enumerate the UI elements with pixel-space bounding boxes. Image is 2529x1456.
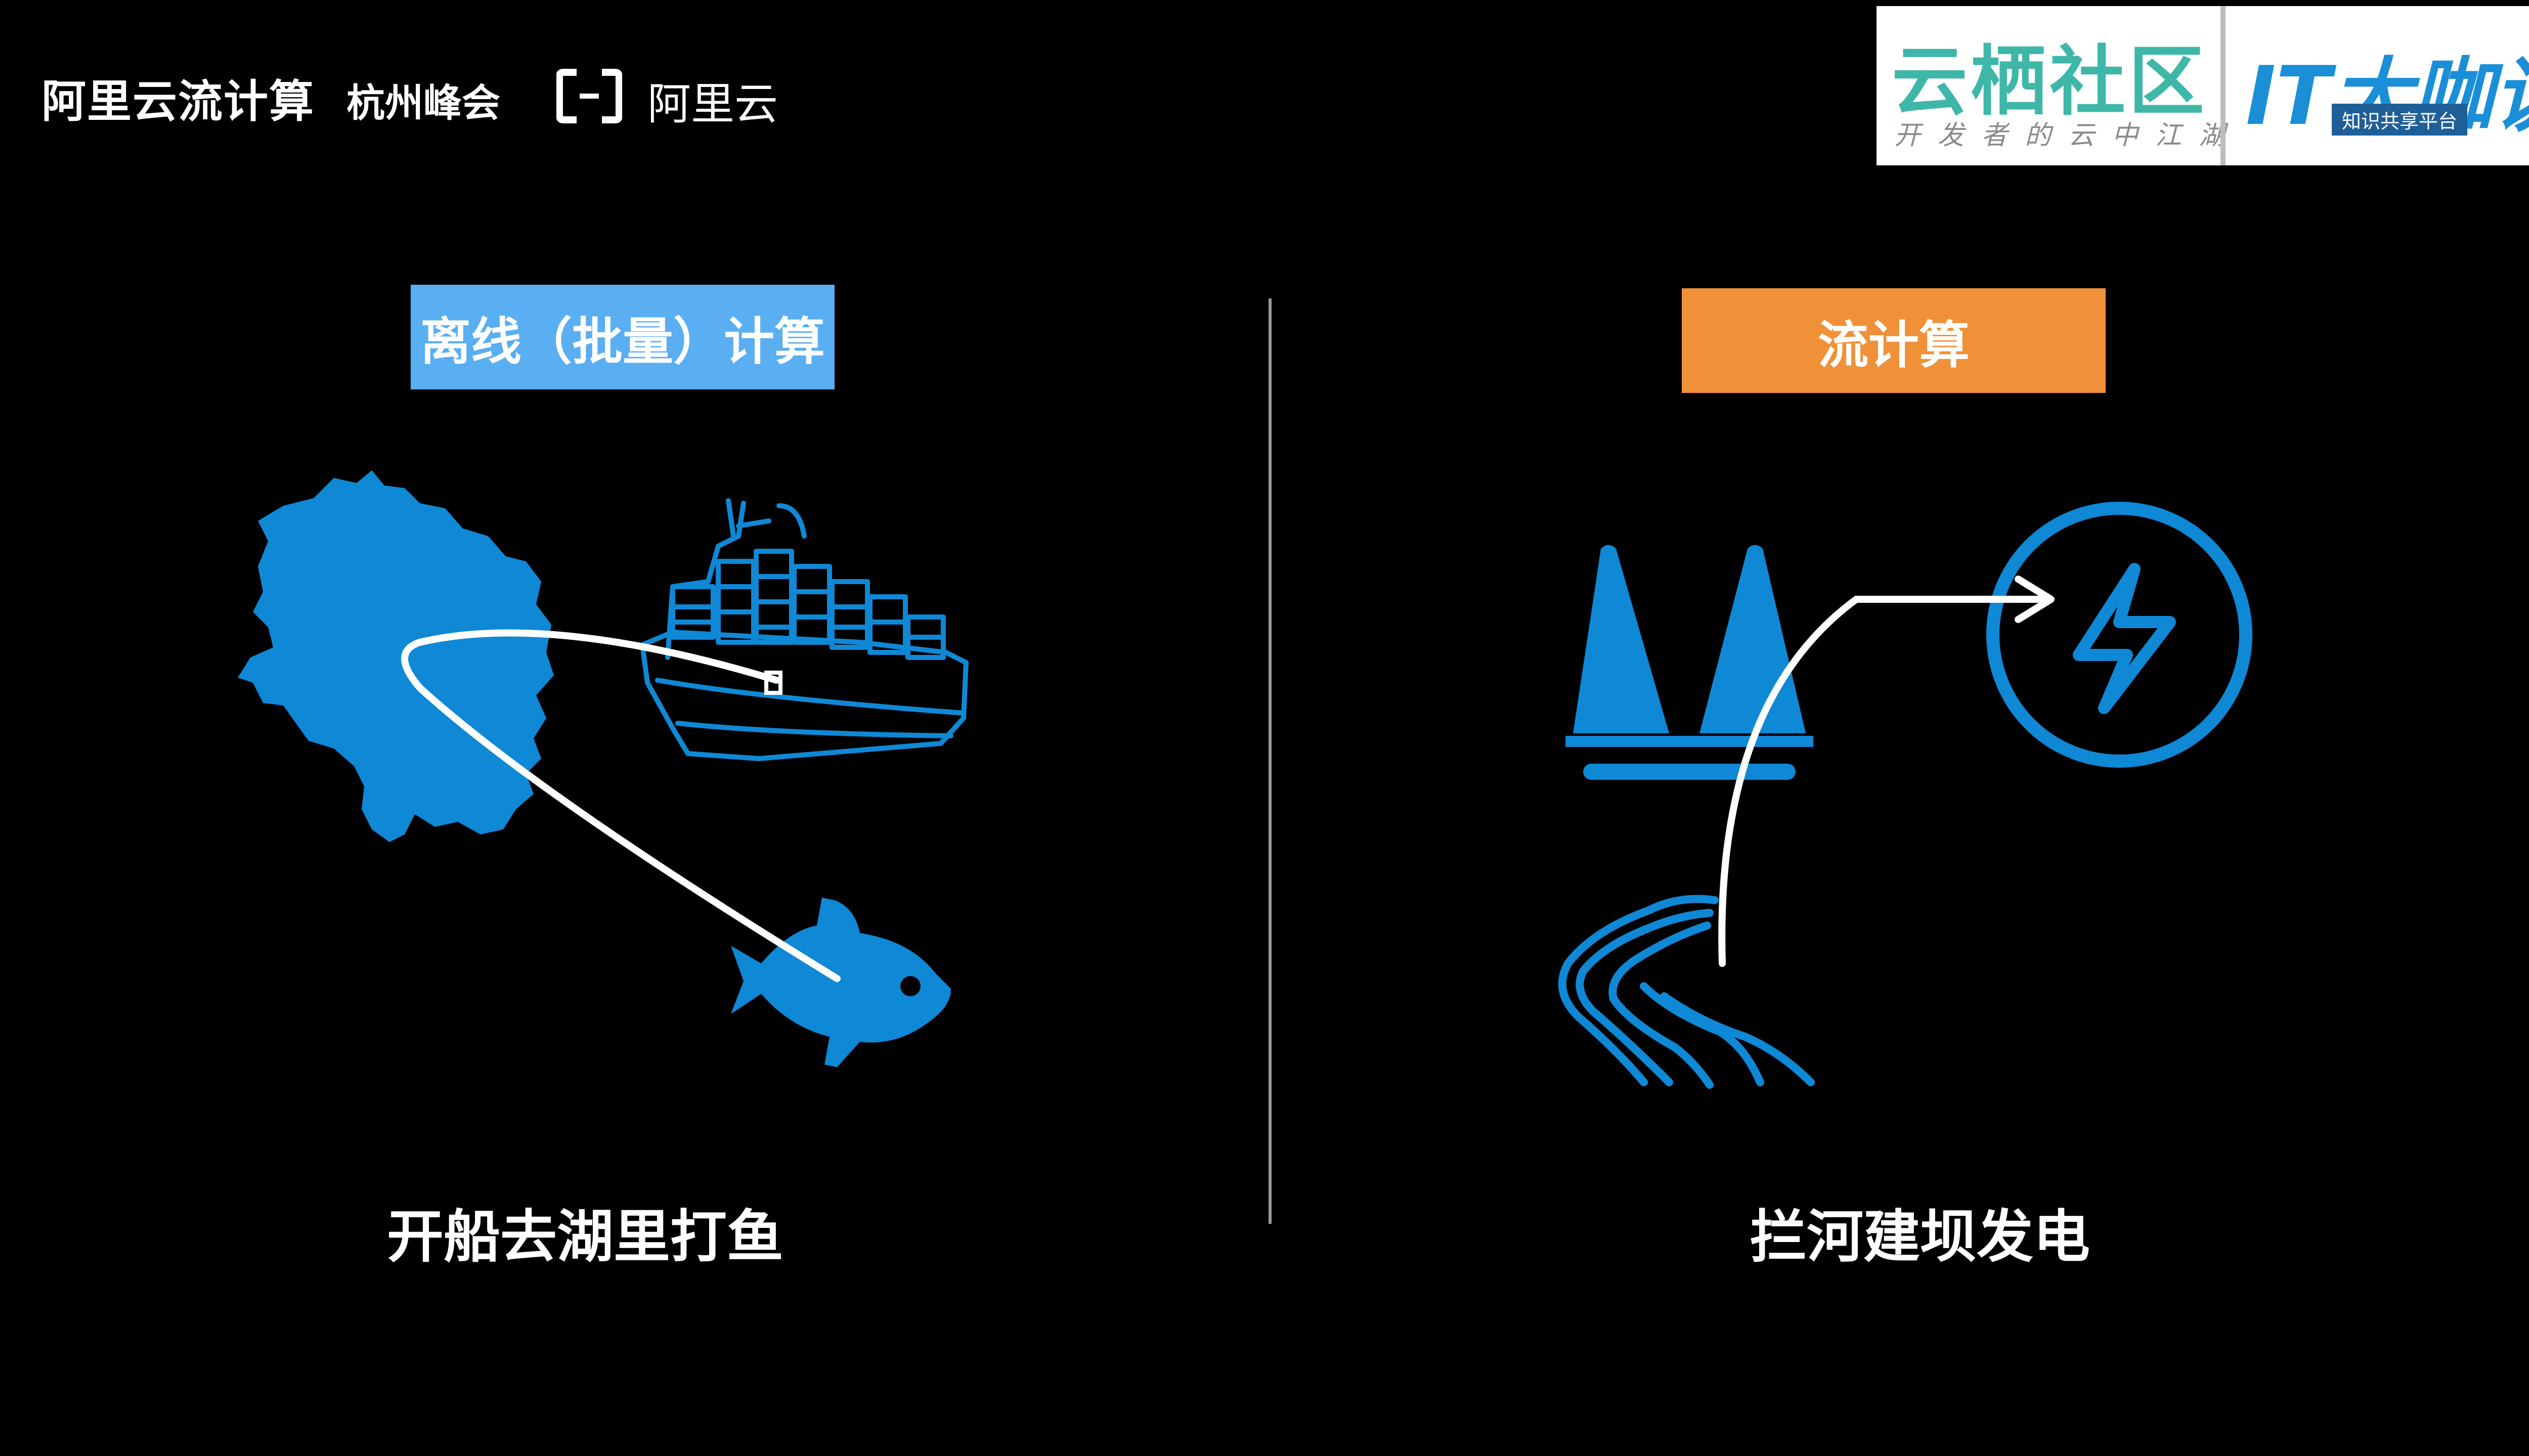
batch-arrow-end [764,671,782,695]
partner-divider [2220,6,2226,165]
aliyun-logo-icon [556,69,622,123]
batch-caption: 开船去湖里打鱼 [387,1204,783,1270]
header-title: 阿里云流计算 [41,75,315,127]
river-icon [1558,895,1815,1089]
region-map-icon [238,470,554,842]
header-subtitle: 杭州峰会 [346,80,500,125]
cargo-ship-icon [640,498,969,761]
yunqi-logo-title: 云栖社区 [1892,38,2208,126]
stream-caption: 拦河建坝发电 [1750,1204,2090,1270]
it-logo-badge: 知识共享平台 [2332,104,2468,136]
center-divider [1269,298,1272,1224]
stream-computing-tag: 流计算 [1682,288,2106,393]
stream-arrowhead [2015,576,2055,623]
partner-logos [1877,6,2529,165]
dam-icon [1565,545,1813,780]
stream-arrow-line [1718,596,2050,967]
lightning-circle-icon [1986,502,2252,768]
batch-computing-tag: 离线（批量）计算 [411,285,835,389]
yunqi-logo-slogan: 开发者的云中江湖 [1894,120,2243,151]
aliyun-brand-text: 阿里云 [647,79,778,129]
batch-arrow-line [401,629,841,982]
fish-icon [731,898,951,1067]
